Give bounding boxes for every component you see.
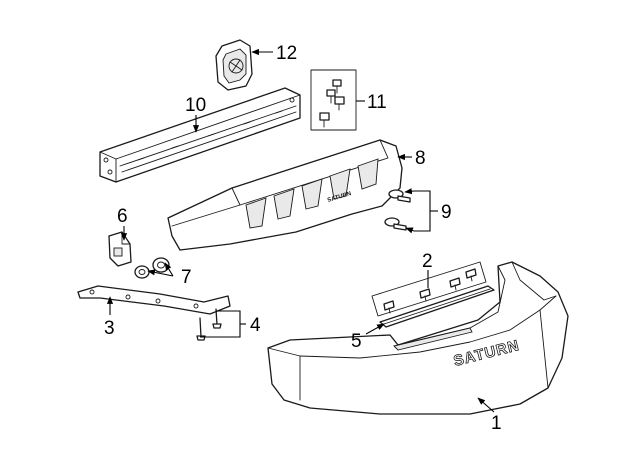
bolt-icon: [332, 79, 342, 94]
part-10-reinforcement-bar[interactable]: [99, 87, 301, 183]
part-7-nuts[interactable]: [134, 257, 170, 279]
callout-labels: 12 10 11 8 9 6 7 3 4 2 5 1: [104, 43, 502, 434]
part-9-push-pins[interactable]: [384, 189, 411, 231]
callout-1: 1: [491, 413, 502, 434]
part-1-bumper-cover[interactable]: SATURN: [267, 261, 569, 415]
bolt-icon: [326, 89, 336, 104]
clip-icon: [419, 288, 431, 302]
clip-icon: [449, 277, 461, 291]
clip-icon: [383, 300, 395, 314]
part-4-screws[interactable]: [196, 308, 222, 341]
screw-icon: [212, 308, 222, 329]
part-6-bracket[interactable]: [108, 231, 132, 267]
callout-12: 12: [276, 43, 297, 64]
clip-icon: [465, 268, 477, 282]
callout-4: 4: [250, 315, 261, 336]
callout-6: 6: [117, 206, 128, 227]
callout-9: 9: [441, 202, 452, 223]
callout-8: 8: [415, 148, 426, 169]
bolt-icon: [319, 112, 330, 128]
callout-2: 2: [422, 251, 433, 272]
part-11-bolt-set[interactable]: [310, 69, 357, 131]
leader-lines: [106, 48, 495, 413]
callout-3: 3: [104, 318, 115, 339]
push-pin-icon: [384, 217, 407, 231]
nut-icon: [134, 265, 150, 279]
part-3-side-guide[interactable]: [77, 285, 231, 315]
callout-5: 5: [351, 331, 362, 352]
callout-10: 10: [185, 95, 206, 116]
part-2-clip-set[interactable]: [371, 261, 487, 317]
bolt-icon: [334, 96, 345, 111]
push-pin-icon: [388, 189, 411, 203]
part-8-energy-absorber[interactable]: SATURN: [167, 139, 403, 251]
callout-11: 11: [367, 92, 387, 113]
callout-7: 7: [181, 267, 192, 288]
part-12-pocket-plate[interactable]: [215, 39, 253, 91]
